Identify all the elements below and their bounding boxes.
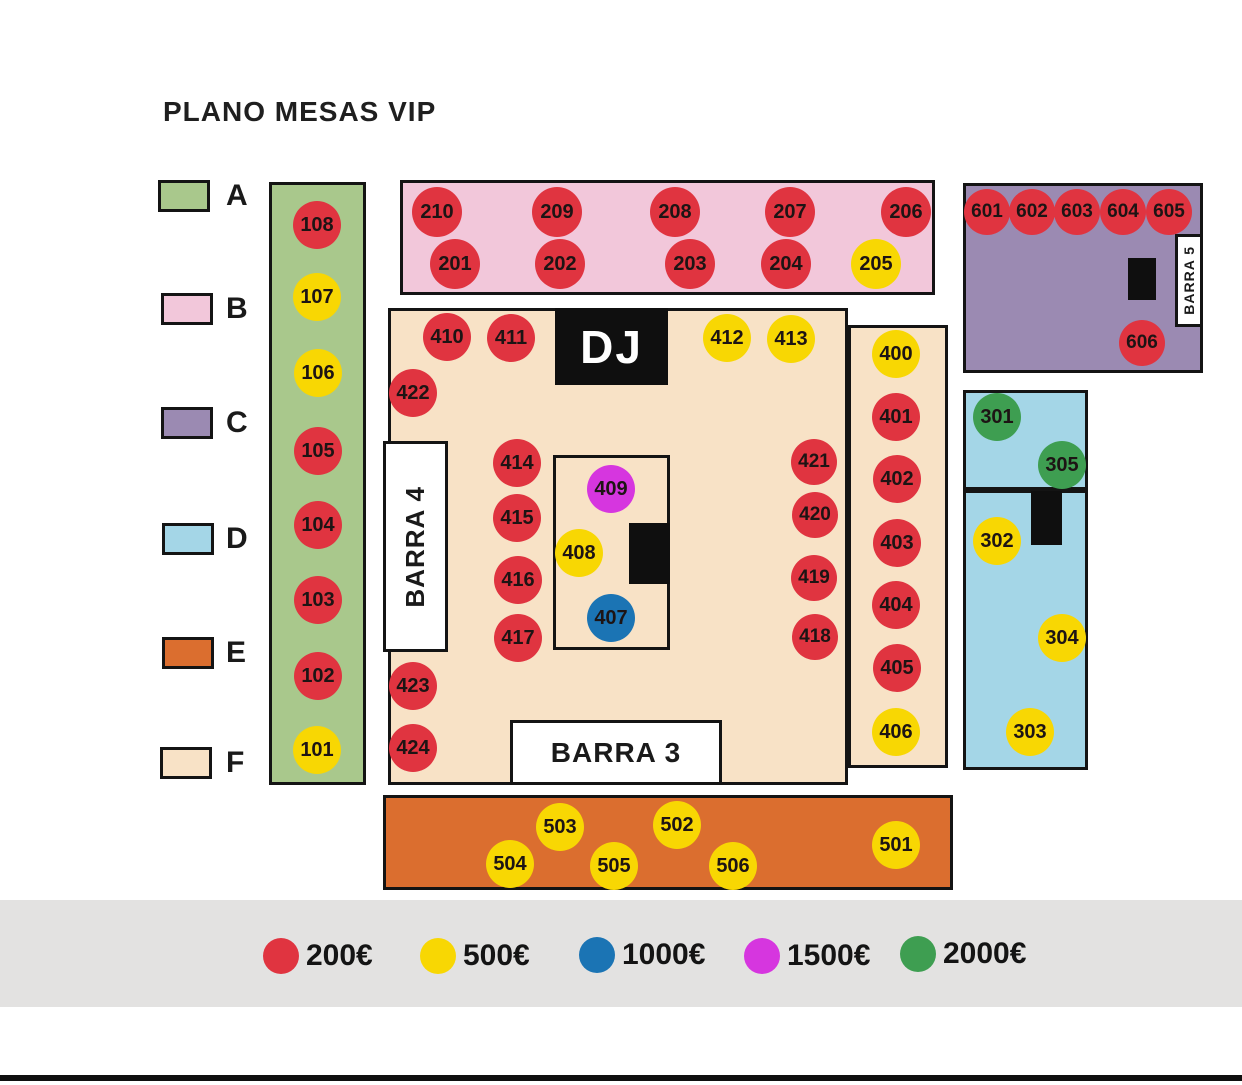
- barra-3-label: BARRA 3: [550, 736, 682, 768]
- table-104[interactable]: 104: [294, 501, 342, 549]
- table-205[interactable]: 205: [851, 239, 901, 289]
- zone-f-main-area: [388, 308, 848, 785]
- table-418[interactable]: 418: [792, 614, 838, 660]
- table-602[interactable]: 602: [1009, 189, 1055, 235]
- table-101[interactable]: 101: [293, 726, 341, 774]
- table-416[interactable]: 416: [494, 556, 542, 604]
- table-406[interactable]: 406: [872, 708, 920, 756]
- zone-legend-swatch-a: [158, 180, 210, 212]
- barra-4: BARRA 4: [383, 441, 448, 652]
- table-422[interactable]: 422: [389, 369, 437, 417]
- table-413[interactable]: 413: [767, 315, 815, 363]
- table-603[interactable]: 603: [1054, 189, 1100, 235]
- zone-legend-swatch-f: [160, 747, 212, 779]
- price-label-1000: 1000€: [622, 938, 706, 971]
- table-412[interactable]: 412: [703, 314, 751, 362]
- table-415[interactable]: 415: [493, 494, 541, 542]
- table-503[interactable]: 503: [536, 803, 584, 851]
- price-dot-200: [263, 938, 299, 974]
- zone-legend-label-d: D: [226, 522, 248, 555]
- table-601[interactable]: 601: [964, 189, 1010, 235]
- table-506[interactable]: 506: [709, 842, 757, 890]
- table-411[interactable]: 411: [487, 314, 535, 362]
- price-label-1500: 1500€: [787, 939, 871, 972]
- table-606[interactable]: 606: [1119, 320, 1165, 366]
- table-400[interactable]: 400: [872, 330, 920, 378]
- table-407[interactable]: 407: [587, 594, 635, 642]
- price-dot-2000: [900, 936, 936, 972]
- table-102[interactable]: 102: [294, 652, 342, 700]
- table-504[interactable]: 504: [486, 840, 534, 888]
- table-206[interactable]: 206: [881, 187, 931, 237]
- zone-legend-swatch-c: [161, 407, 213, 439]
- table-502[interactable]: 502: [653, 801, 701, 849]
- table-301[interactable]: 301: [973, 393, 1021, 441]
- table-605[interactable]: 605: [1146, 189, 1192, 235]
- page-title: PLANO MESAS VIP: [163, 96, 437, 127]
- price-dot-500: [420, 938, 456, 974]
- table-410[interactable]: 410: [423, 313, 471, 361]
- table-421[interactable]: 421: [791, 439, 837, 485]
- table-419[interactable]: 419: [791, 555, 837, 601]
- price-legend: 200€ 500€ 1000€ 1500€ 2000€: [0, 900, 1242, 1007]
- table-604[interactable]: 604: [1100, 189, 1146, 235]
- zone-legend-swatch-b: [161, 293, 213, 325]
- table-404[interactable]: 404: [872, 581, 920, 629]
- price-dot-1000: [579, 937, 615, 973]
- zone-legend-swatch-d: [162, 523, 214, 555]
- table-302[interactable]: 302: [973, 517, 1021, 565]
- table-204[interactable]: 204: [761, 239, 811, 289]
- table-405[interactable]: 405: [873, 644, 921, 692]
- table-424[interactable]: 424: [389, 724, 437, 772]
- table-402[interactable]: 402: [873, 455, 921, 503]
- table-108[interactable]: 108: [293, 201, 341, 249]
- bottom-divider: [0, 1075, 1242, 1081]
- table-106[interactable]: 106: [294, 349, 342, 397]
- price-dot-1500: [744, 938, 780, 974]
- table-103[interactable]: 103: [294, 576, 342, 624]
- zone-legend-label-a: A: [226, 179, 248, 212]
- table-305[interactable]: 305: [1038, 441, 1086, 489]
- table-423[interactable]: 423: [389, 662, 437, 710]
- table-420[interactable]: 420: [792, 492, 838, 538]
- dj-label: DJ: [580, 320, 643, 373]
- table-304[interactable]: 304: [1038, 614, 1086, 662]
- table-105[interactable]: 105: [294, 427, 342, 475]
- table-203[interactable]: 203: [665, 239, 715, 289]
- pillar-zone-d: [1031, 491, 1062, 545]
- table-403[interactable]: 403: [873, 519, 921, 567]
- table-207[interactable]: 207: [765, 187, 815, 237]
- price-label-200: 200€: [306, 939, 373, 972]
- table-303[interactable]: 303: [1006, 708, 1054, 756]
- barra-3: BARRA 3: [510, 720, 722, 785]
- table-505[interactable]: 505: [590, 842, 638, 890]
- table-414[interactable]: 414: [493, 439, 541, 487]
- table-209[interactable]: 209: [532, 187, 582, 237]
- zone-legend-label-f: F: [226, 746, 245, 779]
- zone-legend-label-b: B: [226, 292, 248, 325]
- table-202[interactable]: 202: [535, 239, 585, 289]
- barra-4-label: BARRA 4: [400, 485, 430, 608]
- dj-booth: DJ: [555, 308, 668, 385]
- table-417[interactable]: 417: [494, 614, 542, 662]
- barra-5-label: BARRA 5: [1181, 246, 1197, 315]
- table-401[interactable]: 401: [872, 393, 920, 441]
- table-107[interactable]: 107: [293, 273, 341, 321]
- table-208[interactable]: 208: [650, 187, 700, 237]
- barra-5: BARRA 5: [1175, 234, 1203, 327]
- pillar-zone-c: [1128, 258, 1156, 300]
- table-409[interactable]: 409: [587, 465, 635, 513]
- zone-legend-swatch-e: [162, 637, 214, 669]
- price-label-2000: 2000€: [943, 937, 1027, 970]
- zone-legend-label-c: C: [226, 406, 248, 439]
- zone-legend-label-e: E: [226, 636, 247, 669]
- table-210[interactable]: 210: [412, 187, 462, 237]
- table-201[interactable]: 201: [430, 239, 480, 289]
- table-408[interactable]: 408: [555, 529, 603, 577]
- price-label-500: 500€: [463, 939, 530, 972]
- table-501[interactable]: 501: [872, 821, 920, 869]
- pillar-zone-f: [629, 523, 670, 584]
